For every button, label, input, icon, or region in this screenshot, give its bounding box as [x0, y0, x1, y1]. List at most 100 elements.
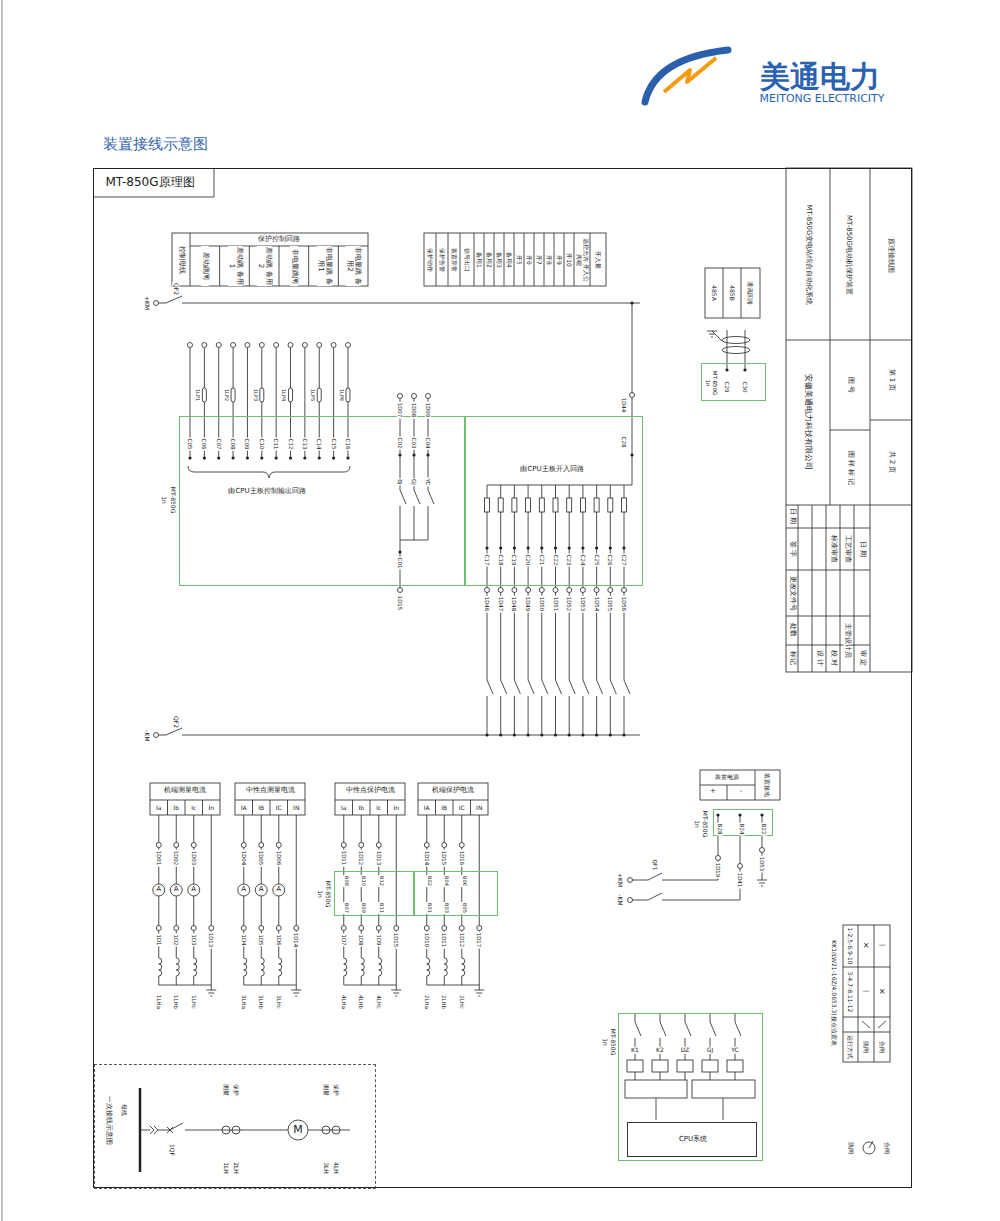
contact-symbol [583, 680, 589, 694]
terminal-dot [609, 546, 612, 549]
terminal-dot [581, 733, 584, 736]
wire [735, 1072, 736, 1080]
terminal-dot [217, 456, 220, 459]
grid-line [308, 246, 309, 286]
wire [218, 348, 219, 459]
bus-line [159, 303, 167, 304]
wire [500, 696, 501, 735]
label-text: C20 [525, 554, 531, 567]
terminal-ring [716, 856, 721, 861]
grid-line [727, 785, 728, 800]
grid-line [812, 505, 813, 672]
label-text: 安徽美通电力科技有限公司 [804, 373, 813, 471]
shield-lead [712, 331, 722, 341]
label-text: -KM [617, 893, 624, 906]
label-text: A [190, 886, 197, 894]
label-text: GJ [706, 1047, 714, 1054]
ground-symbol [761, 886, 763, 887]
node-text: B09 [361, 902, 367, 914]
grid-line [590, 233, 591, 286]
bus-line [182, 735, 640, 736]
label-text: 1D16 [459, 850, 465, 867]
wire [660, 1014, 661, 1022]
node-text: B12 [378, 875, 384, 887]
grid-line [436, 233, 437, 286]
breaker-symbol [167, 1127, 173, 1133]
label-text: 1D51 [552, 596, 558, 613]
terminal-dot [485, 733, 488, 736]
terminal-dot [275, 456, 278, 459]
terminal-ring [276, 926, 281, 931]
label-text: 校 对 [829, 649, 836, 667]
node-text: 1n [317, 889, 324, 899]
label-text: Ib [172, 805, 180, 812]
terminal-dot [318, 456, 321, 459]
label-text: 1D3 [191, 933, 197, 946]
terminal-ring [760, 848, 765, 853]
node-text: B28 [717, 823, 723, 836]
label-text: 保护 [233, 1083, 240, 1097]
label-text: C08 [230, 438, 236, 451]
terminal-ring [526, 588, 531, 593]
grid-line [514, 233, 515, 286]
wire [426, 976, 427, 985]
terminal-dot [346, 456, 349, 459]
ground-symbol [391, 990, 401, 991]
terminal-ring [174, 926, 179, 931]
wire [610, 512, 611, 588]
label-text: IC [275, 805, 283, 812]
node-text: MT-850G [712, 370, 718, 396]
terminal-ring [188, 343, 193, 348]
terminal-ring [191, 843, 196, 848]
label-text: C18 [498, 554, 504, 567]
terminal-dot [743, 368, 746, 371]
fuse-link [346, 388, 350, 402]
terminal-dot [554, 546, 557, 549]
label-text: 1D15 [441, 850, 447, 867]
ground-symbol [293, 993, 299, 994]
terminal-ring [594, 588, 599, 593]
node-text: B08 [343, 875, 349, 887]
label-text: 3LH [323, 1161, 330, 1175]
label-text: 开7 [536, 254, 543, 266]
grid-line [484, 233, 485, 286]
wire [514, 696, 515, 735]
terminal-dot [622, 733, 625, 736]
ground-symbol [707, 331, 717, 332]
wire [296, 815, 297, 990]
label-text: 差动跳闸 [201, 246, 209, 286]
label-text: 1LP6 [338, 388, 344, 402]
label-text: 1D14 [293, 932, 299, 949]
label-text: +KM [617, 872, 624, 888]
grid-line [370, 800, 371, 815]
grid-line [270, 800, 271, 815]
ct-winding [279, 958, 282, 976]
wire [261, 348, 262, 459]
terminal-ring [259, 843, 264, 848]
fuse-link [317, 388, 321, 402]
label-text: 1D5 [258, 933, 264, 946]
label-text: 保护 [333, 1083, 340, 1097]
node-text: MT-850G [610, 1028, 617, 1057]
wire [400, 540, 428, 541]
terminal-ring [426, 394, 431, 399]
terminal-ring [539, 588, 544, 593]
terminal-ring [245, 343, 250, 348]
node-text: 1n [602, 1037, 609, 1047]
grid-line [870, 420, 912, 421]
title-block-frame [786, 168, 912, 672]
terminal-dot [188, 456, 191, 459]
contact-symbol [624, 680, 630, 694]
label-text: C21 [539, 554, 545, 567]
label-text: 1LP2 [223, 388, 229, 402]
label-text: 图 号 [846, 376, 854, 394]
contact-symbol [735, 1022, 741, 1036]
label-text: 工艺审查 [843, 534, 850, 564]
ammeter-symbol [153, 884, 165, 896]
terminal-dot [595, 733, 598, 736]
grid-line [786, 570, 870, 571]
terminal-dot [622, 546, 625, 549]
label-text: 1D17 [476, 932, 482, 949]
terminal-ring [738, 864, 743, 869]
label-text: 开8 [546, 254, 553, 266]
